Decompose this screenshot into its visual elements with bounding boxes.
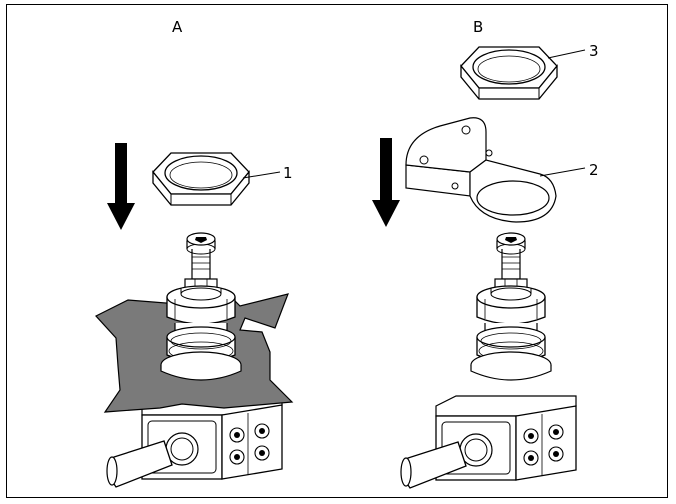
down-arrow-icon-a [107, 143, 135, 230]
hex-nut-1 [152, 152, 250, 206]
valve-b [470, 232, 552, 381]
panel-b-label: B [473, 18, 483, 36]
callout-1: 1 [283, 164, 293, 182]
callout-2-leader [539, 167, 586, 177]
callout-3-leader [547, 49, 586, 59]
panel-a-assembly [95, 152, 294, 488]
callout-2: 2 [589, 161, 599, 179]
figure-frame [6, 4, 668, 498]
callout-1-leader [242, 171, 281, 179]
panel-a-label: A [172, 18, 183, 36]
hex-nut-3 [460, 46, 558, 100]
callout-3: 3 [589, 42, 599, 60]
valve-block-b [400, 395, 577, 489]
valve-a [160, 232, 242, 381]
panel-b-assembly [400, 46, 577, 489]
mounting-bracket-2 [405, 117, 557, 223]
down-arrow-icon-b [372, 138, 400, 227]
